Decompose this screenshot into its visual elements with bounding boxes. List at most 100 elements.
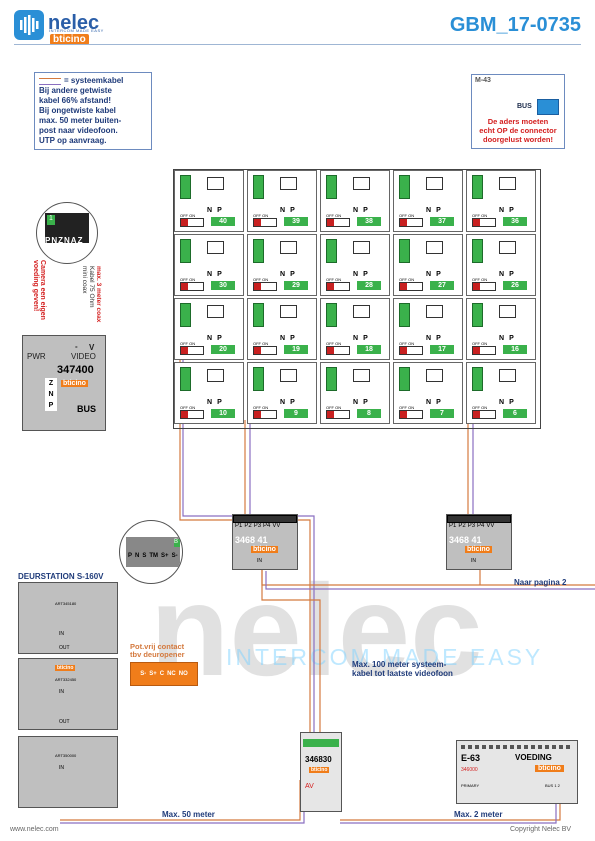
dip-on-marker xyxy=(473,283,480,290)
in-label: IN xyxy=(59,631,64,637)
brand-name: nelec xyxy=(48,12,100,34)
n-label: N xyxy=(499,271,510,278)
dip-switch[interactable] xyxy=(326,218,350,227)
system-cable-legend-icon xyxy=(39,77,61,85)
dip-switch[interactable] xyxy=(180,282,204,291)
note-line: kabel 66% afstand! xyxy=(39,96,112,105)
apartment-number: 9 xyxy=(284,409,308,418)
camera-module-347400: PWR VIDEO - V 347400 bticino Z N P BUS xyxy=(22,335,106,431)
terminal-label: S- xyxy=(171,553,178,559)
p-label: P xyxy=(217,335,227,342)
terminal-label: P xyxy=(128,553,133,559)
nelec-logo-icon xyxy=(14,10,44,40)
dip-switch[interactable] xyxy=(472,282,496,291)
dip-switch[interactable] xyxy=(253,410,277,419)
dip-switch[interactable] xyxy=(472,346,496,355)
bticino-logo: bticino xyxy=(61,380,88,387)
apartment-number: 18 xyxy=(357,345,381,354)
dip-switch[interactable] xyxy=(472,410,496,419)
dip-switch[interactable] xyxy=(326,282,350,291)
monitor-icon xyxy=(280,241,297,254)
monitor-icon xyxy=(499,305,516,318)
off-on-label: OFF ON xyxy=(472,341,488,346)
m43-note-line: De aders moeten xyxy=(487,117,549,126)
bus-terminal-icon xyxy=(399,367,410,391)
note-line: Bij andere getwiste xyxy=(39,86,112,95)
bus-terminal-icon xyxy=(253,239,264,263)
np-label: NP xyxy=(207,399,227,406)
apartment-number: 27 xyxy=(430,281,454,290)
off-on-label: OFF ON xyxy=(253,405,269,410)
dip-switch[interactable] xyxy=(326,346,350,355)
v-minus-label: - xyxy=(75,342,78,351)
p-label: P xyxy=(509,399,519,406)
dip-switch[interactable] xyxy=(180,218,204,227)
port-label: P3 xyxy=(253,523,262,529)
off-on-label: OFF ON xyxy=(399,341,415,346)
relay-label: NO xyxy=(178,671,188,677)
dip-on-marker xyxy=(327,411,334,418)
relay-label: S+ xyxy=(149,671,157,677)
monitor-icon xyxy=(499,369,516,382)
bus-terminal-icon xyxy=(399,303,410,327)
p-label: P xyxy=(509,335,519,342)
note-line: Max. 100 meter systeem- xyxy=(352,660,447,669)
dip-switch[interactable] xyxy=(399,410,423,419)
apartment-number: 40 xyxy=(211,217,235,226)
bticino-logo: bticino xyxy=(50,34,89,45)
np-label: NP xyxy=(353,271,373,278)
dip-switch[interactable] xyxy=(399,218,423,227)
np-label: NP xyxy=(426,271,446,278)
apartment-number: 37 xyxy=(430,217,454,226)
n-label: N xyxy=(353,271,364,278)
m43-note-line: doorgelust worden! xyxy=(483,135,553,144)
off-on-label: OFF ON xyxy=(472,277,488,282)
n-label: N xyxy=(353,335,364,342)
coax-note: max. 3 meter coax Kabel 75 Ohm mini coax xyxy=(81,266,102,346)
p-label: P xyxy=(509,207,519,214)
apartment-number: 6 xyxy=(503,409,527,418)
note-line: voeding geven! xyxy=(32,260,39,312)
terminal-label: S xyxy=(142,553,147,559)
off-on-label: OFF ON xyxy=(180,213,196,218)
distance-right: Max. 2 meter xyxy=(454,810,503,819)
dip-switch[interactable] xyxy=(253,282,277,291)
footer-copyright: Copyright Nelec BV xyxy=(510,826,572,833)
document-code: GBM_17-0735 xyxy=(449,14,581,36)
dip-switch[interactable] xyxy=(180,410,204,419)
dip-switch[interactable] xyxy=(399,346,423,355)
n-label: N xyxy=(499,399,510,406)
dip-switch[interactable] xyxy=(472,218,496,227)
monitor-icon xyxy=(426,305,443,318)
dip-switch[interactable] xyxy=(326,410,350,419)
watermark-tagline: INTERCOM MADE EASY xyxy=(226,644,544,670)
cable-legend-label: = systeemkabel xyxy=(64,76,124,85)
dip-switch[interactable] xyxy=(253,218,277,227)
vent-slots xyxy=(461,745,571,749)
p-label: P xyxy=(217,399,227,406)
n-label: N xyxy=(280,335,291,342)
terminal-label: Z xyxy=(58,236,64,245)
dip-switch[interactable] xyxy=(180,346,204,355)
vv-label: VV xyxy=(486,523,495,529)
dip-switch[interactable] xyxy=(253,346,277,355)
dip-on-marker xyxy=(181,219,188,226)
np-label: NP xyxy=(353,335,373,342)
system-cable-note: Max. 100 meter systeem- kabel tot laatst… xyxy=(352,660,453,678)
np-label: NP xyxy=(499,271,519,278)
dip-switch[interactable] xyxy=(399,282,423,291)
bus-terminal-icon xyxy=(253,303,264,327)
